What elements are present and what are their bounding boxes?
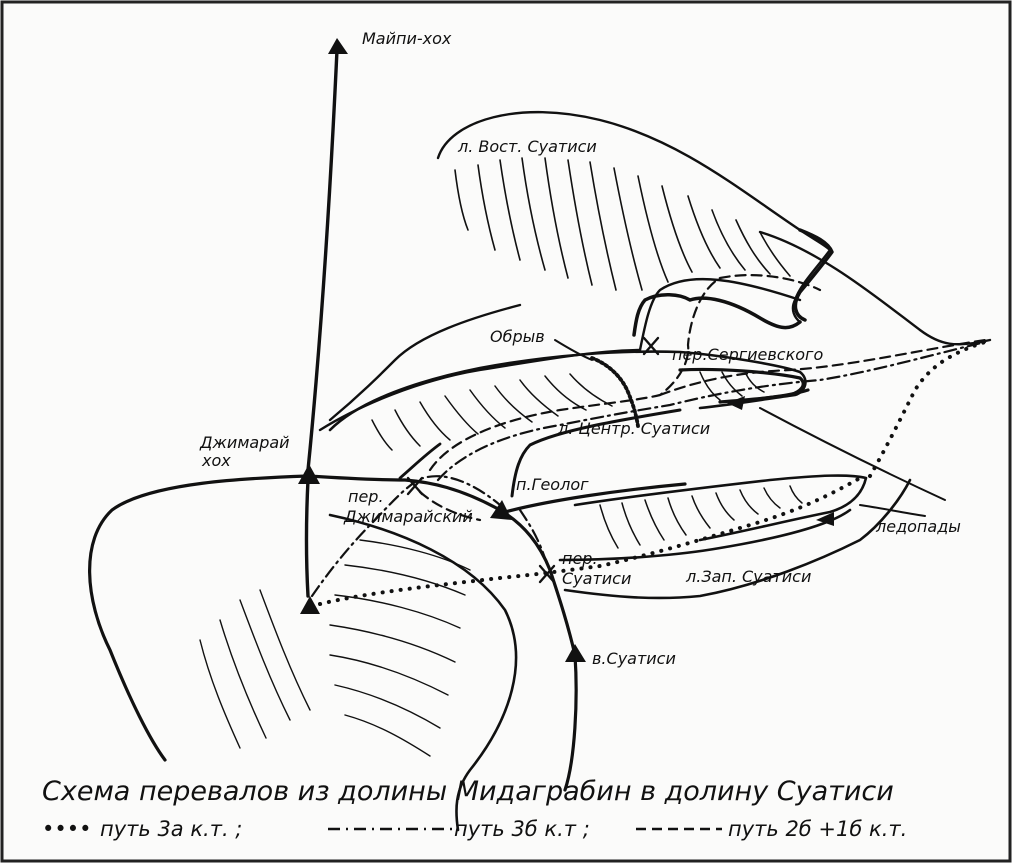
dzhimarai-peak-label-line1: Джимарай — [199, 433, 290, 452]
icefalls-label: ледопады — [875, 517, 961, 536]
icefall-leader-upper — [759, 407, 946, 501]
legend-dotted-symbol: •••• — [42, 817, 92, 841]
east-glacier-label: л. Вост. Суатиси — [457, 137, 597, 156]
suatisi-pass-label-line1: пер. — [562, 549, 598, 568]
dzhimarai-pass-ridge — [306, 474, 502, 512]
west-glacier-outline — [573, 474, 868, 542]
sergievsky-cornice — [632, 293, 802, 337]
route-3a-dotted — [318, 340, 987, 606]
route-2b-1b-dashed — [418, 274, 987, 522]
central-glacier-label: л. Центр. Суатиси — [557, 419, 710, 438]
sergievsky-rock-outline — [638, 277, 802, 352]
east-glacier — [436, 110, 992, 352]
camp-marker — [300, 596, 320, 614]
maipi-ridge-line — [306, 48, 339, 472]
legend-dashdot-text: путь 3б к.т ; — [454, 817, 590, 841]
legend-dashed-text: путь 2б +1б к.т. — [728, 817, 907, 841]
upper-valley-line — [328, 303, 522, 422]
suatisi-peak-label: в.Суатиси — [592, 649, 676, 668]
cliff-leader-line — [554, 339, 593, 361]
west-glacier-south-edge — [558, 508, 852, 562]
sergievsky-pass-marker — [642, 336, 660, 356]
central-glacier-tongue-lower — [738, 388, 810, 404]
dzhimarai-camp-line — [304, 478, 310, 598]
dzhimarai-pass-spur — [398, 442, 442, 480]
suatisi-pass-label-line2: Суатиси — [562, 569, 631, 588]
geolog-pass-marker — [490, 500, 512, 520]
icefall-leader-lower — [859, 504, 926, 517]
east-ridge-right — [758, 230, 992, 346]
dzhimarai-peak-marker — [298, 464, 320, 484]
dzhimarai-peak-label-line2: хох — [201, 451, 231, 470]
route-3b-dashdot — [310, 340, 987, 598]
east-glacier-cornice — [793, 228, 834, 322]
suatisi-pass-marker — [538, 564, 556, 584]
map-title: Схема перевалов из долины Мидаграбин в д… — [42, 776, 894, 807]
central-glacier-outline — [328, 350, 807, 432]
west-glacier-label: л.Зап. Суатиси — [685, 567, 811, 586]
suatisi-ridge — [498, 508, 578, 792]
lower-face-outline — [328, 513, 518, 832]
legend-dotted-text: путь 3а к.т. ; — [100, 817, 242, 841]
west-glacier — [558, 474, 912, 600]
geolog-ridge — [503, 482, 687, 514]
dzhimarai-ridge-outline — [88, 474, 310, 762]
maipi-peak-label: Майпи-хох — [362, 29, 452, 48]
legend: •••• путь 3а к.т. ; путь 3б к.т ; путь 2… — [42, 817, 907, 841]
dzhimaraisky-pass-marker — [406, 476, 424, 496]
suatisi-peak-marker — [565, 644, 586, 662]
maipi-peak-marker — [328, 38, 348, 54]
dzhimaraisky-pass-label-line1: пер. — [348, 487, 384, 506]
icefall-leaders — [759, 407, 946, 517]
pass-markers — [406, 336, 660, 584]
sergievsky-pass-label: пер.Сергиевского — [672, 345, 823, 364]
cliff-rock-band — [590, 356, 640, 428]
cliff-label: Обрыв — [490, 327, 545, 346]
central-glacier-flow-arrow — [727, 396, 745, 410]
west-glacier-flow-arrow — [816, 512, 834, 526]
dzhimaraisky-pass-label-line2: Джимарайский — [343, 507, 473, 526]
geolog-pass-label: п.Геолог — [516, 475, 589, 494]
peak-connector-lines — [304, 48, 442, 598]
dzhimarai-face-hatching — [199, 539, 471, 757]
west-glacier-outer-ridge — [563, 478, 912, 600]
